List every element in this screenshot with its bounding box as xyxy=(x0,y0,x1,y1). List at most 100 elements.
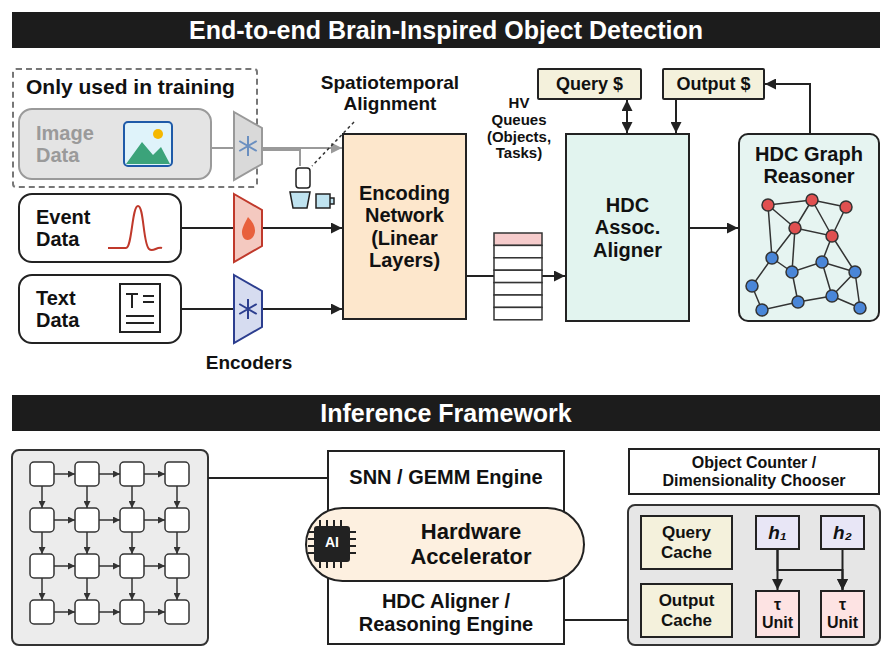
pe-cell xyxy=(165,462,189,486)
annotation-label: Encoders xyxy=(193,352,305,373)
process-box: Encoding Network (Linear Layers) xyxy=(342,133,467,320)
node-text: Output Cache xyxy=(647,591,727,629)
graph-node xyxy=(792,296,804,308)
alignment-beaker xyxy=(290,192,310,208)
input-box: Event Data xyxy=(18,193,182,263)
leader-line xyxy=(312,122,354,166)
pe-cell xyxy=(30,508,54,532)
node-text: Query $ xyxy=(556,74,623,94)
spike-icon xyxy=(108,206,162,250)
trainable-icon xyxy=(242,217,255,240)
hv-queue-slot xyxy=(494,307,542,319)
text-encoder xyxy=(234,275,262,343)
pe-link xyxy=(54,565,75,567)
pe-link xyxy=(131,486,133,508)
pe-link xyxy=(54,611,75,613)
connector-arrow xyxy=(842,550,844,590)
graph-node xyxy=(854,302,866,314)
pe-link xyxy=(86,532,88,554)
node-text: HDC Aligner / Reasoning Engine xyxy=(346,590,546,643)
graph-blue-nodes xyxy=(746,252,866,316)
connector-group xyxy=(182,84,843,590)
pe-links xyxy=(42,474,177,612)
pe-cell xyxy=(30,462,54,486)
connector-arrow xyxy=(690,227,738,229)
graph-node xyxy=(826,230,838,242)
pe-cells xyxy=(30,462,189,624)
graph-node xyxy=(746,280,758,292)
pe-cell xyxy=(120,554,144,578)
event-encoder xyxy=(234,194,262,262)
hash-box: h₂ xyxy=(820,515,865,550)
graph-node xyxy=(816,256,828,268)
graph-node xyxy=(756,304,768,316)
pe-link xyxy=(144,519,165,521)
mountain-icon xyxy=(126,142,170,164)
node-text: Only used in training xyxy=(26,75,235,99)
hv-queue-stack xyxy=(494,233,542,320)
pe-link xyxy=(99,473,120,475)
hv-queue-slot xyxy=(494,233,542,245)
node-text: τ Unit xyxy=(758,596,798,632)
cache-box: Output $ xyxy=(662,68,765,100)
pe-cell xyxy=(165,508,189,532)
node-text: End-to-end Brain-Inspired Object Detecti… xyxy=(189,16,703,44)
node-text: Encoding Network (Linear Layers) xyxy=(349,182,461,272)
node-text: Output $ xyxy=(677,74,751,94)
node-text: Hardware Accelerator xyxy=(396,520,546,569)
chip-icon xyxy=(314,526,350,562)
chip-pins xyxy=(308,520,356,568)
array-panel xyxy=(12,450,208,645)
process-box: HDC Assoc. Aligner xyxy=(565,133,690,322)
node-text: Query Cache xyxy=(647,523,727,561)
graph-node xyxy=(840,201,852,213)
hv-queue-slot xyxy=(494,295,542,307)
pe-link xyxy=(176,532,178,554)
hv-queue-slot xyxy=(494,245,542,257)
connector-arrow xyxy=(626,100,628,133)
connector-arrow xyxy=(675,100,677,133)
annotation-label: HV Queues (Objects, Tasks) xyxy=(482,95,556,162)
pe-link xyxy=(176,486,178,508)
sun-icon xyxy=(153,129,163,139)
pe-link xyxy=(41,486,43,508)
graph-node xyxy=(762,199,774,211)
pe-link xyxy=(86,578,88,600)
pe-link xyxy=(99,519,120,521)
pe-link xyxy=(176,578,178,600)
pe-cell xyxy=(30,600,54,624)
pe-cell xyxy=(75,462,99,486)
pe-link xyxy=(41,532,43,554)
pe-cell xyxy=(165,554,189,578)
frozen-icon xyxy=(239,136,256,156)
unit-box: τ Unit xyxy=(755,590,800,638)
pe-link xyxy=(144,611,165,613)
pe-cell xyxy=(120,462,144,486)
pe-cell xyxy=(75,508,99,532)
node-text: HDC Graph Reasoner xyxy=(744,143,874,188)
pe-cell xyxy=(30,554,54,578)
pe-cell xyxy=(75,600,99,624)
pe-link xyxy=(41,578,43,600)
pe-cell xyxy=(120,508,144,532)
alignment-hand xyxy=(296,168,310,188)
connector-arrow xyxy=(765,84,810,133)
document-lines xyxy=(126,294,154,323)
connector-arrow xyxy=(212,147,342,149)
pe-cell xyxy=(165,600,189,624)
pe-link xyxy=(54,519,75,521)
node-text: τ Unit xyxy=(823,596,863,632)
image-encoder xyxy=(234,112,262,180)
alignment-cup xyxy=(316,194,334,208)
node-text: Event Data xyxy=(36,206,116,251)
annotation-label: Spatiotemporal Alignment xyxy=(312,72,468,115)
frozen-icon xyxy=(239,299,256,319)
cache-box: Output Cache xyxy=(640,583,733,638)
cache-box: Query Cache xyxy=(640,515,733,570)
alignment-wire xyxy=(262,150,300,166)
pe-link xyxy=(99,565,120,567)
node-text: HDC Assoc. Aligner xyxy=(583,194,673,261)
pe-cell xyxy=(120,600,144,624)
node-text: SNN / GEMM Engine xyxy=(349,452,542,488)
pe-cell xyxy=(75,554,99,578)
